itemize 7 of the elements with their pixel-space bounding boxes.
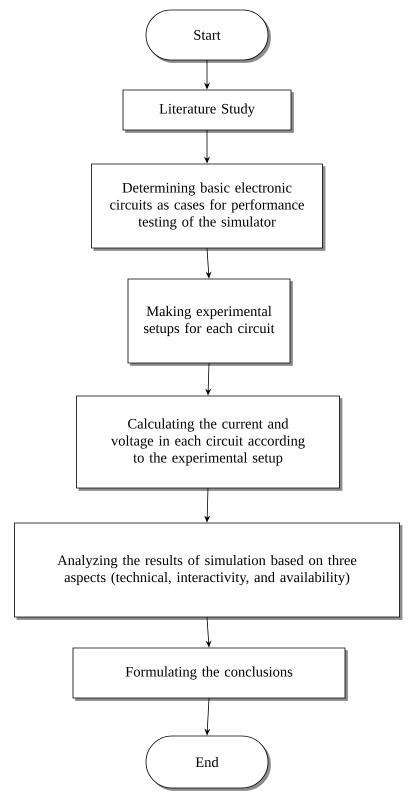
process-box: Calculating the current and voltage in each circuit according to the experimental setup <box>76 396 342 491</box>
process-box: Formulating the conclusions <box>72 648 348 701</box>
process-box: Determining basic electronic circuits as cases for performance testing of the simulator <box>91 164 326 251</box>
process-box: Analyzing the results of simulation based on three aspects (technical, interactivity, and availability) <box>14 522 402 620</box>
node-label: End <box>196 756 219 768</box>
process-box: Making experimental setups for each circuit <box>128 278 293 366</box>
process-box: Literature Study <box>122 90 294 133</box>
